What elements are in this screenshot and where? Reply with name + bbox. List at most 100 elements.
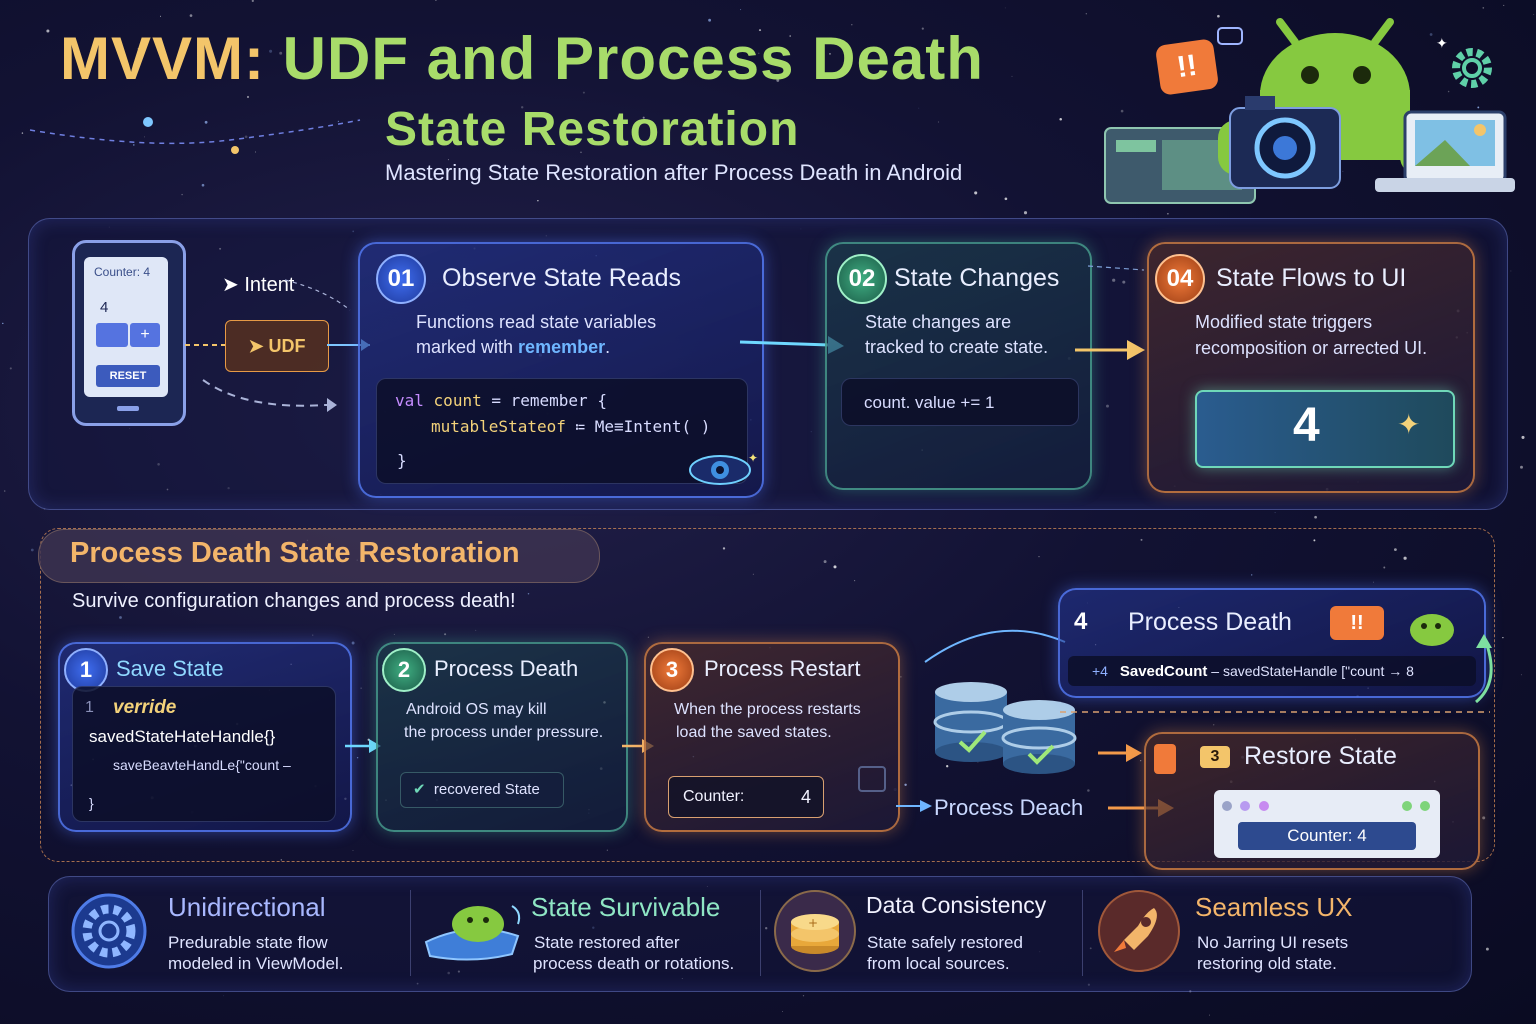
step-text-observe-2: marked with remember. bbox=[416, 335, 610, 360]
save-state-code: 1 verride savedStateHateHandle{} ѕaveBea… bbox=[72, 686, 336, 822]
saved-count-key: SavedCount bbox=[1119, 663, 1208, 680]
eye-icon: ✦ bbox=[689, 451, 758, 485]
star bbox=[1482, 7, 1485, 9]
saved-count-rest: – savedStateHandle ["count → 8 bbox=[1207, 663, 1414, 679]
database-icon bbox=[924, 629, 1077, 774]
feature-divider bbox=[1082, 890, 1083, 976]
save-state-title: Save State bbox=[116, 656, 224, 681]
step-title-flows: State Flows to UI bbox=[1216, 264, 1407, 292]
code-count-var: count bbox=[433, 391, 482, 410]
feature-survivable-text-1: State restored after bbox=[534, 933, 680, 952]
phone-minus-button[interactable] bbox=[96, 323, 128, 347]
code-line-1-rest: = remember { bbox=[481, 391, 607, 410]
restart-counter-value: 4 bbox=[800, 787, 811, 807]
document-icon bbox=[1154, 744, 1176, 774]
star bbox=[246, 95, 250, 99]
process-restart-number: 3 bbox=[650, 648, 694, 692]
phone-home-bar bbox=[117, 406, 139, 411]
feature-survivable-text-2: process death or rotations. bbox=[533, 954, 735, 973]
code-mutable-state-fn: mutableStateof bbox=[431, 417, 566, 436]
page-title: MVVM: UDF and Process Death bbox=[60, 28, 984, 90]
star bbox=[1485, 947, 1489, 951]
feature-unidirectional-title: Unidirectional bbox=[168, 892, 326, 923]
title-mvvm: MVVM: bbox=[60, 25, 265, 92]
title-udf: UDF and Process Death bbox=[282, 25, 984, 92]
code-line-1: val count = remember { bbox=[395, 391, 607, 410]
star bbox=[30, 548, 34, 552]
restart-counter-box: Counter: 4 bbox=[668, 776, 824, 818]
star bbox=[1209, 1014, 1210, 1016]
feature-consistency-text-1: State safely restored bbox=[867, 933, 1023, 952]
star bbox=[1520, 465, 1523, 469]
code-line-2: mutableStateof ≔ Me≡Intent( ) bbox=[431, 417, 710, 436]
feature-divider bbox=[760, 890, 761, 976]
android-camera-illustration: ✦ bbox=[1104, 18, 1515, 204]
card-process-death-4: 4 Process Death !! +4 SavedCount – saved… bbox=[1058, 588, 1486, 698]
star bbox=[3, 490, 6, 492]
process-restart-text-2: load the saved states. bbox=[676, 724, 832, 741]
step-state-flows-to-ui: 04 State Flows to UI Modified state trig… bbox=[1147, 242, 1475, 493]
star bbox=[937, 121, 940, 123]
restore-state-title: Restore State bbox=[1244, 742, 1397, 770]
process-death-4-number: 4 bbox=[1074, 608, 1088, 635]
gear-icon bbox=[71, 893, 147, 969]
card-restore-state: 3 Restore State Counter: 4 bbox=[1144, 732, 1480, 870]
feature-1-title: State Survivable bbox=[531, 892, 721, 922]
ui-value-number: 4 bbox=[1293, 399, 1320, 452]
process-death-number: 2 bbox=[382, 648, 426, 692]
feature-2-title: Data Consistency bbox=[866, 892, 1047, 918]
star bbox=[2, 322, 4, 325]
dashed-separator bbox=[1060, 711, 1490, 713]
step-state-changes: 02 State Changes State changes are track… bbox=[825, 242, 1092, 490]
window-status-dots bbox=[1401, 798, 1430, 816]
star bbox=[918, 107, 920, 109]
process-death-header-bar bbox=[38, 529, 600, 583]
star bbox=[1510, 270, 1512, 272]
restore-window: Counter: 4 bbox=[1214, 790, 1440, 858]
features-strip bbox=[48, 876, 1472, 992]
process-death-4-title: Process Death bbox=[1128, 608, 1292, 636]
title-state-restoration: State Restoration bbox=[385, 103, 800, 156]
step-text-observe-1: Functions read state variables bbox=[416, 312, 657, 332]
intent-label-text: Intent bbox=[244, 274, 295, 296]
clipboard-icon bbox=[858, 766, 886, 792]
ui-value-display: 4 ✦ bbox=[1195, 390, 1455, 468]
save-code-handle: savedStateHateHandle{} bbox=[89, 727, 276, 746]
star bbox=[708, 18, 712, 22]
alert-badge-icon: !! bbox=[1330, 606, 1384, 640]
android-small-icon bbox=[1410, 614, 1454, 646]
star bbox=[1503, 4, 1505, 6]
star bbox=[802, 995, 805, 997]
restored-counter: Counter: 4 bbox=[1238, 822, 1416, 850]
step-observe-state-reads: 01 Observe State Reads Functions read st… bbox=[358, 242, 764, 498]
feature-0-title: Unidirectional bbox=[168, 892, 326, 922]
page-subtitle: Mastering State Restoration after Proces… bbox=[385, 160, 963, 185]
phone-reset-button[interactable]: RESET bbox=[96, 365, 160, 387]
check-icon: ✔ bbox=[413, 781, 426, 798]
feature-3-title: Seamless UX bbox=[1195, 892, 1353, 922]
udf-badge-text: UDF bbox=[268, 335, 306, 356]
remember-keyword: remember bbox=[518, 337, 606, 357]
star bbox=[159, 15, 162, 17]
step-number-01: 01 bbox=[376, 254, 426, 304]
step-text-flows-1: Modified state triggers bbox=[1195, 312, 1373, 332]
star bbox=[1059, 117, 1062, 121]
star bbox=[435, 0, 437, 1]
observe-text-prefix: marked with bbox=[416, 337, 519, 357]
restart-counter-label: Counter: bbox=[683, 788, 745, 805]
phone-plus-button[interactable]: + bbox=[130, 323, 160, 347]
recovered-state-badge: ✔ recovered State bbox=[400, 772, 564, 808]
star bbox=[1011, 75, 1013, 77]
star bbox=[974, 191, 978, 195]
svg-text:✦: ✦ bbox=[748, 451, 758, 465]
saved-count-line: +4 SavedCount – savedStateHandle ["count… bbox=[1068, 656, 1476, 686]
feature-seamless-text-2: restoring old state. bbox=[1197, 954, 1337, 973]
phone-count-value: 4 bbox=[100, 299, 109, 316]
star bbox=[537, 199, 539, 202]
phone-mockup: Counter: 4 4 + RESET bbox=[72, 240, 186, 426]
star bbox=[1521, 435, 1525, 439]
save-code-call: ѕaveBeavteHandLe{"count – bbox=[113, 757, 291, 773]
code-line-2-rest: ≔ Me≡Intent( ) bbox=[565, 417, 711, 436]
step-text-flows-2: recomposition or arrected UI. bbox=[1195, 338, 1428, 358]
star bbox=[1004, 197, 1008, 201]
